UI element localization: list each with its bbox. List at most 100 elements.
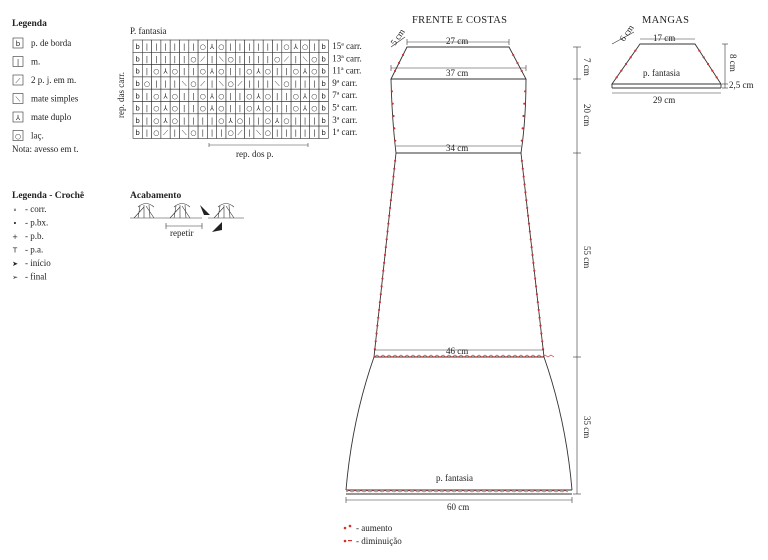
chart-cell-symbol: | xyxy=(183,55,185,63)
chart-cell-symbol: | xyxy=(202,117,204,125)
shaping-marker xyxy=(397,61,401,65)
chart-cell-symbol: ○ xyxy=(311,68,317,76)
shaping-marker xyxy=(538,316,541,319)
chart-cell-symbol: | xyxy=(183,92,185,100)
chart-cell-symbol: ○ xyxy=(265,129,271,137)
shaping-marker xyxy=(524,90,527,93)
sleeve-marker xyxy=(634,49,637,52)
shaping-marker xyxy=(534,277,537,280)
chart-cell-symbol: b xyxy=(135,68,140,76)
shaping-marker xyxy=(535,293,539,296)
chart-cell-symbol: b xyxy=(321,129,326,137)
chart-row-label: 3ª carr. xyxy=(332,115,357,125)
legend-symbol: | xyxy=(17,59,19,67)
chart-cell-symbol: ⟋ xyxy=(200,55,205,63)
front-back-title: FRENTE E COSTAS xyxy=(412,15,507,26)
chart-cell-symbol: | xyxy=(285,92,287,100)
chart-cell-symbol: ⟍ xyxy=(219,80,224,88)
crochet-item-label: - p.b. xyxy=(25,231,44,241)
shaping-marker xyxy=(521,127,524,130)
shaping-marker xyxy=(520,159,523,162)
chart-cell-symbol: | xyxy=(174,43,176,51)
chart-cell-symbol: ⅄ xyxy=(229,117,234,125)
chart-cell-symbol: | xyxy=(313,117,315,125)
legend-symbol-box xyxy=(12,111,24,123)
chart-cell-symbol: | xyxy=(183,43,185,51)
chart-cell-symbol: ⟋ xyxy=(284,55,289,63)
chart-cell-symbol: ○ xyxy=(237,117,243,125)
crochet-symbol: ∘ xyxy=(13,206,17,214)
chart-cell-symbol: ⟍ xyxy=(219,55,224,63)
shaping-marker xyxy=(531,253,534,257)
chart-cell-symbol: b xyxy=(135,43,140,51)
sleeve-marker xyxy=(615,76,618,79)
legend-symbol: ⟍ xyxy=(16,96,21,104)
shaping-marker xyxy=(522,175,525,178)
chart-cell-symbol: | xyxy=(155,55,157,63)
chart-cell-symbol: b xyxy=(321,68,326,76)
shaping-marker xyxy=(378,300,382,304)
bust-left-edge xyxy=(390,78,397,154)
chart-cell-symbol: | xyxy=(146,55,148,63)
chart-cell-symbol: ⟋ xyxy=(237,129,242,137)
legend-item-label: p. de borda xyxy=(31,38,71,48)
chart-cell-symbol: | xyxy=(229,68,231,76)
chart-cell-symbol: ○ xyxy=(153,92,159,100)
dim-waist-width: 34 cm xyxy=(446,143,468,153)
shaping-marker xyxy=(524,191,527,194)
chart-cell-symbol: ○ xyxy=(311,55,317,63)
shaping-marker xyxy=(520,69,523,73)
chart-cell-symbol: | xyxy=(174,129,176,137)
chart-cell-symbol: ○ xyxy=(190,55,196,63)
shaping-marker xyxy=(376,324,379,327)
shaping-marker xyxy=(526,214,530,217)
shaping-marker xyxy=(516,61,519,65)
chart-cell-symbol: ○ xyxy=(246,105,252,113)
chart-cell-symbol: ○ xyxy=(228,55,234,63)
chart-cell-symbol: | xyxy=(229,43,231,51)
chart-cell-symbol: | xyxy=(164,55,166,63)
legend-item-label: m. xyxy=(31,57,40,67)
skirt-stitch-label: p. fantasia xyxy=(436,473,473,483)
sleeve-shaping-markers xyxy=(615,49,718,79)
dim-hem-width: 60 cm xyxy=(447,502,469,512)
shaping-marker xyxy=(375,332,378,335)
finishing-repeat-label: repetir xyxy=(170,228,193,238)
chart-cell-symbol: ○ xyxy=(218,43,224,51)
chart-cell-symbol: | xyxy=(183,105,185,113)
shaping-marker xyxy=(381,277,384,280)
sleeve-marker xyxy=(702,56,705,59)
chart-cell-symbol: ⟍ xyxy=(182,129,187,137)
legend-symbol: b xyxy=(16,40,21,48)
chart-cell-symbol: ○ xyxy=(228,80,234,88)
chart-cell-symbol: ○ xyxy=(190,129,196,137)
legend-decrease: - diminuição xyxy=(356,536,402,546)
chart-cell-symbol: ○ xyxy=(246,92,252,100)
shoulder-section xyxy=(390,46,527,80)
sleeve-schematic: MANGAS 17 cm 6 cm 8 cm 2,5 cm 29 cm p. f… xyxy=(611,15,754,105)
start-arrow-icon xyxy=(200,205,210,215)
crochet-symbol: T xyxy=(12,247,18,255)
finishing-diagram: Acabamento repetir xyxy=(130,191,244,238)
dim-sleeve-band: 2,5 cm xyxy=(729,80,754,90)
chart-cell-symbol: ○ xyxy=(218,92,224,100)
shaping-marker xyxy=(393,167,396,170)
shaping-marker xyxy=(512,53,515,57)
bust-right-edge xyxy=(520,78,527,154)
chart-cell-symbol: | xyxy=(174,80,176,88)
shaping-marker xyxy=(393,127,396,130)
chart-cell-symbol: b xyxy=(321,117,326,125)
chart-cell-symbol: | xyxy=(267,43,269,51)
chart-cell-symbol: ○ xyxy=(274,55,280,63)
chart-cell-symbol: b xyxy=(321,80,326,88)
chart-cell-symbol: ⟍ xyxy=(303,55,308,63)
shaping-legend: - aumento - diminuição xyxy=(343,523,402,546)
shaping-marker xyxy=(393,69,397,73)
shaping-marker xyxy=(388,206,392,210)
chart-cell-symbol: ⟋ xyxy=(200,80,205,88)
chart-cell-symbol: | xyxy=(257,43,259,51)
shaping-marker xyxy=(530,246,533,249)
sleeves-title: MANGAS xyxy=(642,15,689,26)
chart-cell-symbol: ○ xyxy=(283,80,289,88)
